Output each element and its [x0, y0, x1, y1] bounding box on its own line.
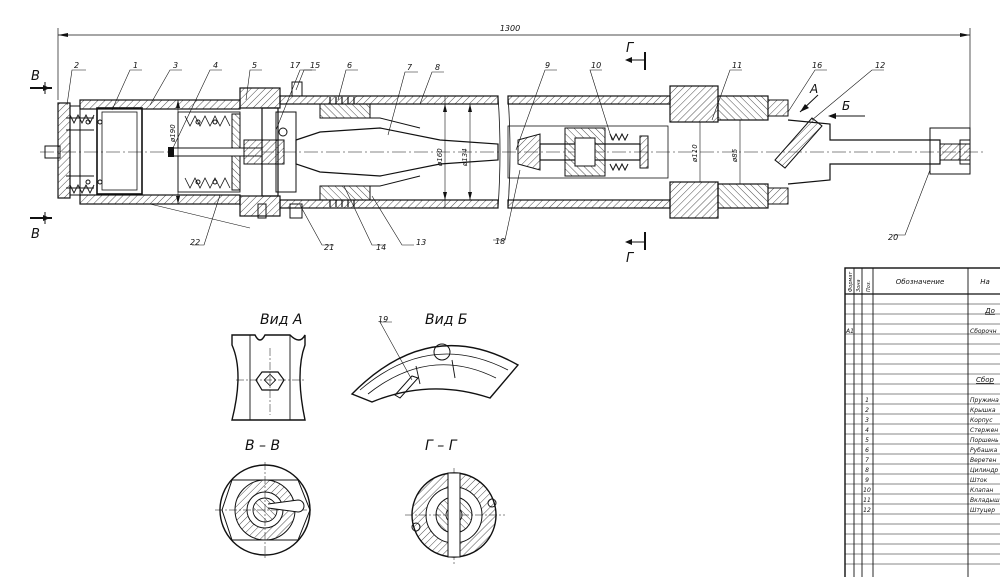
- spec-row-name: Рубашка: [970, 447, 998, 454]
- spec-row-pos: 5: [865, 437, 869, 444]
- spec-row-pos: 8: [865, 467, 869, 474]
- callout-3: 3: [173, 61, 178, 70]
- dim-160: ø160: [436, 148, 444, 167]
- callout-9: 9: [545, 61, 550, 70]
- spec-rows: 1 Пружина 2 Крышка 3 Корпус 4 Стержен 5 Поршень 6 Р…: [863, 397, 1000, 514]
- section-vv: В – В: [215, 438, 312, 560]
- spec-row-pos: 2: [865, 407, 869, 414]
- section-marks: В В Г Г А Б: [30, 41, 865, 266]
- callout-8: 8: [435, 63, 440, 72]
- spec-row-name: Пружина: [970, 397, 999, 404]
- spec-row-name: Цилиндр: [970, 467, 998, 474]
- dim-134: ø134: [461, 148, 469, 167]
- callout-numbers: 2 1 3 4 5 17 15 6 7 8 9 10 11 16 12 20 2…: [74, 61, 898, 324]
- spec-row-pos: 12: [863, 507, 871, 514]
- section-g-top-letter: Г: [626, 41, 635, 56]
- dim-190: ø190: [169, 124, 177, 143]
- spec-row-name: Шток: [970, 477, 988, 484]
- callout-15: 15: [310, 61, 320, 70]
- section-v-top-letter: В: [31, 69, 40, 84]
- view-a-title: Вид А: [260, 312, 302, 328]
- spec-row-name: Веретен: [970, 457, 996, 464]
- callout-2: 2: [74, 61, 79, 70]
- callout-6: 6: [347, 61, 352, 70]
- callout-21: 21: [324, 243, 334, 252]
- spec-row-name: Крышка: [970, 407, 996, 414]
- view-b-arrow-letter: Б: [842, 99, 850, 113]
- section-g-bottom-letter: Г: [626, 251, 635, 266]
- table-header-format: Формат: [848, 271, 854, 292]
- spec-row-pos: 10: [863, 487, 871, 494]
- table-header-designation: Обозначение: [896, 278, 945, 286]
- spec-row-pos: 3: [865, 417, 869, 424]
- view-a: Вид А: [231, 312, 306, 421]
- section-gg-title: Г – Г: [425, 438, 458, 454]
- spec-row-pos: 11: [863, 497, 871, 504]
- overall-dimension: 1300: [57, 24, 971, 130]
- callout-16: 16: [812, 61, 822, 70]
- spec-row-name: Корпус: [970, 417, 993, 424]
- callout-19: 19: [378, 315, 388, 324]
- callout-10: 10: [591, 61, 601, 70]
- callout-12: 12: [875, 61, 885, 70]
- table-header-name: На: [980, 278, 990, 286]
- spec-row-name: Стержен: [970, 427, 998, 434]
- spec-row-pos: 4: [865, 427, 869, 434]
- callout-14: 14: [376, 243, 386, 252]
- callout-20: 20: [888, 233, 898, 242]
- table-assembly-drawing: Сборочн: [970, 328, 997, 335]
- callout-13: 13: [416, 238, 426, 247]
- callout-5: 5: [252, 61, 257, 70]
- callout-4: 4: [213, 61, 218, 70]
- dim-85: ø85: [731, 148, 739, 163]
- spec-row-pos: 7: [865, 457, 869, 464]
- spec-row-pos: 1: [865, 397, 869, 404]
- callout-7: 7: [407, 63, 413, 72]
- section-gg: Г – Г: [405, 438, 505, 565]
- spec-row-name: Штуцер: [970, 507, 995, 514]
- view-b: Вид Б: [350, 312, 520, 403]
- specification-table: Формат Зона Поз. Обозначение На До А1 Сб…: [844, 267, 1000, 577]
- section-vv-title: В – В: [245, 438, 280, 454]
- dim-110: ø110: [691, 144, 699, 163]
- callout-22: 22: [190, 238, 200, 247]
- table-header-zone: Зона: [856, 279, 862, 292]
- callouts: [66, 69, 931, 381]
- callout-18: 18: [495, 237, 505, 246]
- callout-11: 11: [732, 61, 742, 70]
- callout-17: 17: [290, 61, 301, 70]
- spec-row-name: Вкладыш: [970, 497, 1000, 504]
- main-assembly: ø190 ø160 ø134: [40, 81, 985, 229]
- spec-row-name: Поршень: [970, 437, 999, 444]
- spec-row-pos: 6: [865, 447, 869, 454]
- callout-1: 1: [133, 61, 138, 70]
- table-section-assembly: Сбор: [976, 376, 994, 384]
- overall-dimension-value: 1300: [500, 24, 520, 33]
- section-v-bottom-letter: В: [31, 227, 40, 242]
- table-a1-format: А1: [845, 328, 854, 335]
- spec-row-name: Клапан: [970, 487, 993, 494]
- view-b-title: Вид Б: [425, 312, 467, 328]
- table-section-docs: До: [984, 307, 995, 315]
- table-header-pos: Поз.: [866, 281, 872, 292]
- spec-row-pos: 9: [865, 477, 869, 484]
- view-a-arrow-letter: А: [809, 82, 818, 96]
